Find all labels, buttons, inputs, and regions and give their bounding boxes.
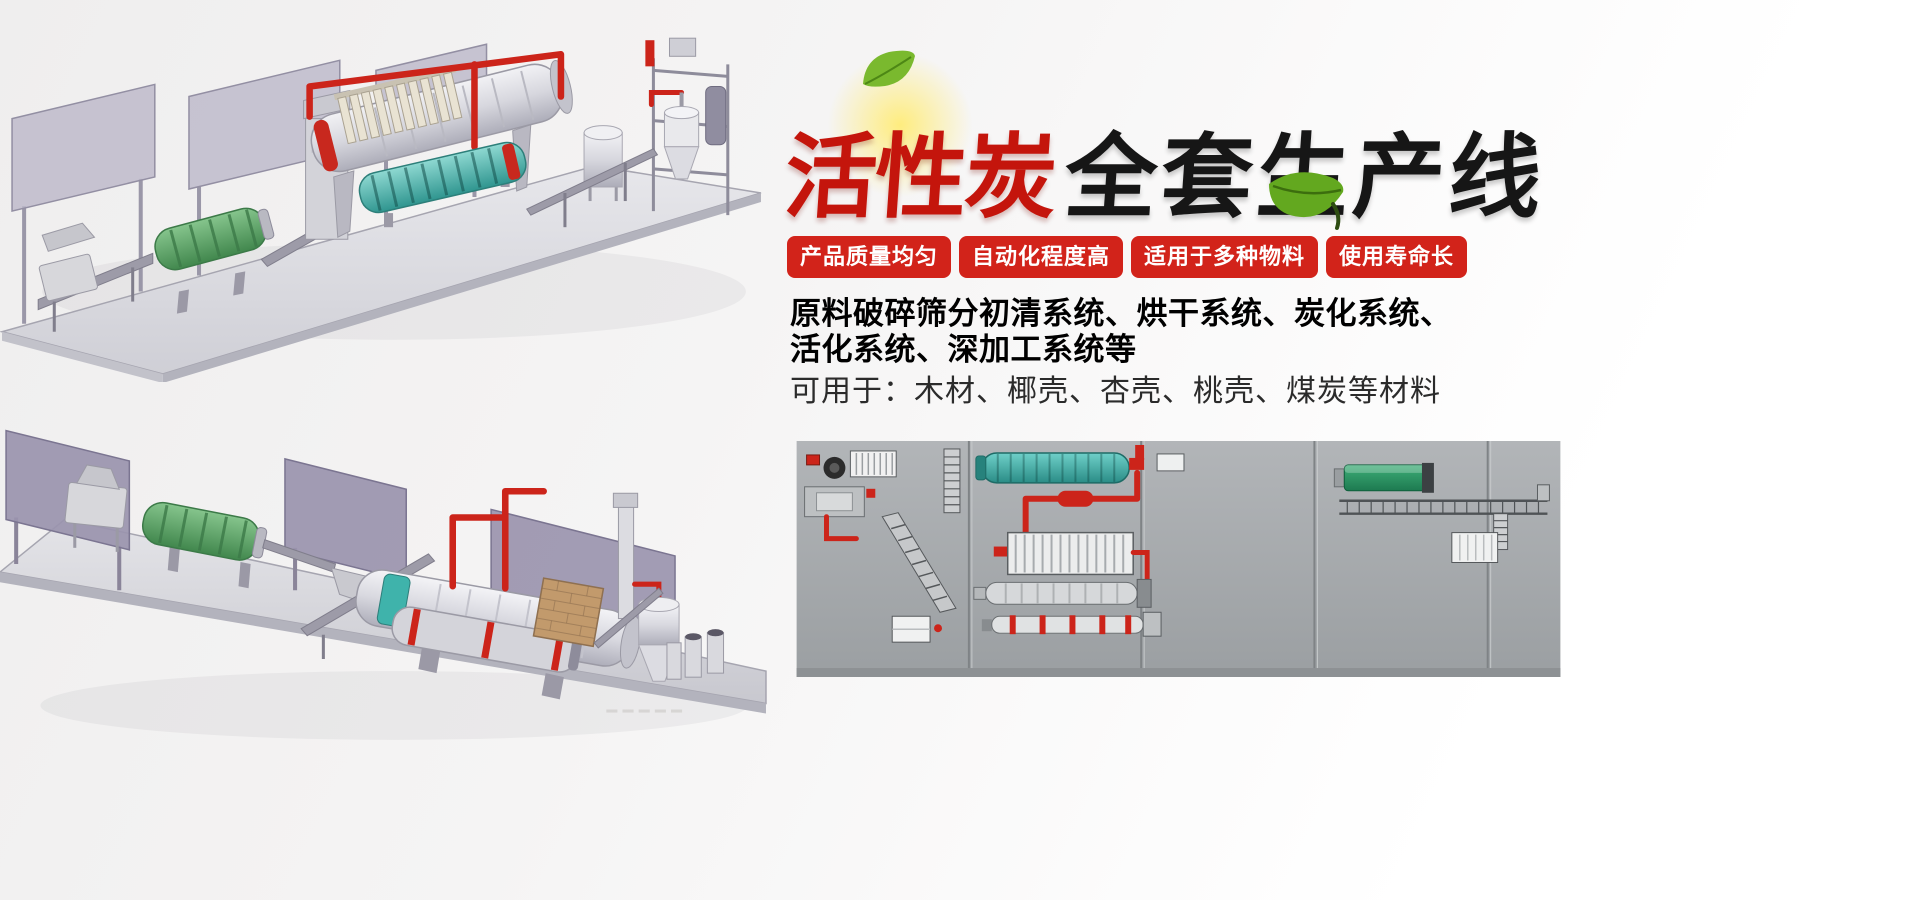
screw-conveyor-top-view [981, 611, 1162, 637]
ground-shadow [42, 243, 746, 340]
feed-conveyor [37, 222, 154, 332]
feed-hopper-machine [64, 464, 128, 552]
plant-layout-svg [796, 441, 1561, 677]
rotary-drum-top-view [975, 444, 1185, 484]
badge-automation: 自动化程度高 [959, 236, 1124, 278]
rotary-screen-drum [141, 501, 268, 589]
discharge-conveyor [593, 587, 664, 649]
canopy-legs [14, 517, 661, 680]
badge-materials: 适用于多种物料 [1131, 236, 1319, 278]
rotary-kiln-drum [355, 569, 642, 700]
system-description-line1: 原料破碎筛分初清系统、烘干系统、炭化系统、 [790, 296, 1452, 331]
heat-exchanger-fins [333, 66, 463, 145]
badge-lifespan: 使用寿命长 [1326, 236, 1468, 278]
rotary-screen-drum [154, 207, 275, 314]
plant-layout-diagram [795, 441, 1562, 677]
watermark [606, 709, 683, 713]
red-piping [306, 51, 565, 151]
system-description: 原料破碎筛分初清系统、烘干系统、炭化系统、 活化系统、深加工系统等 [790, 296, 1452, 368]
storage-silo [583, 125, 623, 202]
canopy-panels [11, 43, 488, 213]
badge-quality: 产品质量均匀 [787, 236, 952, 278]
leaf-icon [1269, 172, 1344, 230]
screening-machine [1333, 462, 1434, 493]
rotary-dryer-cylinder [310, 59, 573, 239]
transfer-conveyor [260, 216, 343, 268]
packing-station [891, 615, 943, 643]
title-red-text: 活性炭 [781, 127, 1059, 230]
production-line-3d-bottom-svg [0, 429, 767, 740]
production-line-3d-top-svg [0, 37, 762, 382]
bucket-elevator-tower [303, 89, 351, 240]
production-line-render-top [0, 0, 768, 382]
carbonization-drum [391, 606, 582, 673]
platform [0, 165, 762, 382]
canopy-panels [5, 429, 676, 642]
exhaust-tower [612, 492, 639, 620]
feature-badges: 产品质量均匀 自动化程度高 适用于多种物料 使用寿命长 [787, 236, 1468, 278]
red-piping-network [1022, 469, 1141, 536]
platform [0, 518, 767, 714]
plate-heat-exchanger [993, 531, 1150, 583]
dedusting-unit [804, 450, 897, 542]
cyclone-separator-frame [645, 37, 730, 216]
wall-dividers [967, 441, 1492, 671]
bucket-elevator [943, 448, 961, 514]
inclined-conveyor [300, 553, 436, 659]
cyclone-cluster [632, 581, 725, 682]
ground-shadow [40, 671, 748, 740]
red-piping [449, 487, 547, 592]
transfer-conveyor [262, 539, 337, 573]
floor-edge [796, 668, 1561, 677]
collection-box [1451, 532, 1499, 563]
feed-hoppers [330, 567, 397, 610]
system-description-line2: 活化系统、深加工系统等 [790, 332, 1137, 367]
leaf-icon [863, 50, 915, 87]
rotary-cooler-top-view [973, 578, 1152, 608]
inclined-belt-conveyor [881, 512, 957, 613]
discharge-conveyor [526, 148, 659, 228]
material-note: 可用于：木材、椰壳、杏壳、桃壳、煤炭等材料 [790, 375, 1441, 408]
belt-conveyor-top-view [1339, 499, 1548, 515]
page-title: 活性炭 全套生产线 [781, 50, 1549, 232]
rotary-cooler-drum [358, 141, 527, 228]
production-line-render-bottom [0, 386, 768, 742]
canopy-legs [22, 122, 477, 324]
brick-furnace [532, 577, 605, 648]
